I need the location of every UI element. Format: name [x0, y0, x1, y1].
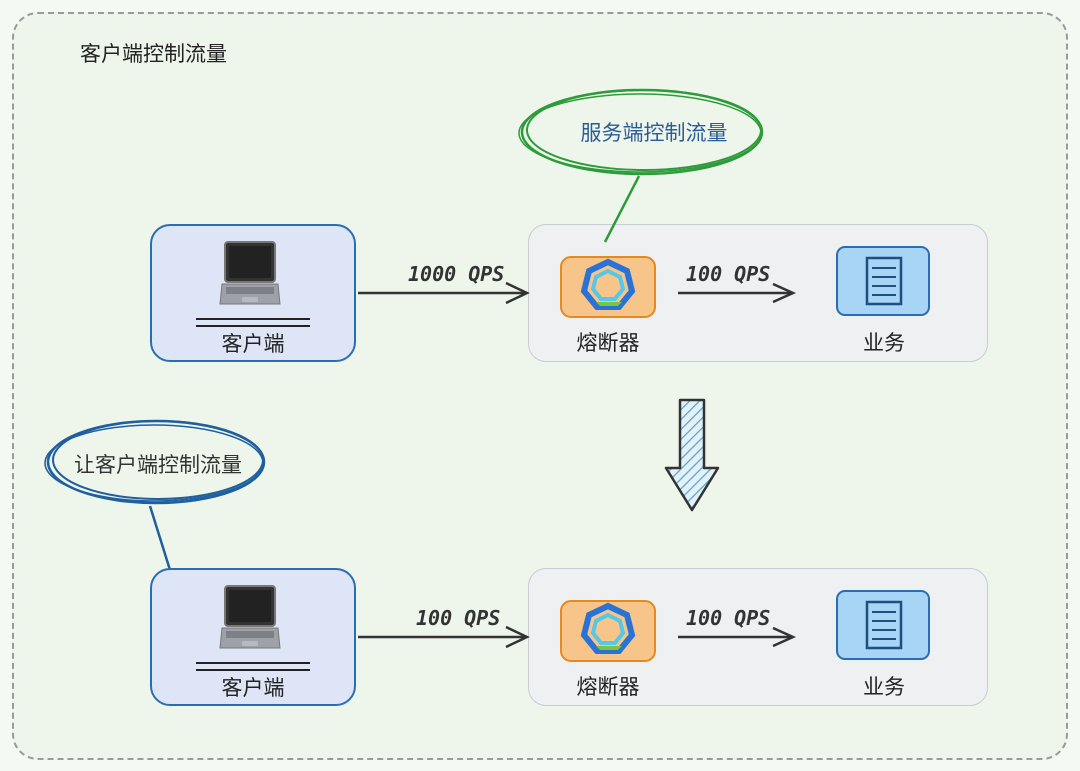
document-icon — [836, 590, 930, 660]
service-label: 业务 — [863, 331, 905, 355]
inbound-qps-label: 100 QPS — [416, 606, 501, 630]
callout-bubble-bottom — [44, 419, 266, 571]
callout-text-bottom: 让客户端控制流量 — [74, 453, 242, 477]
outbound-qps-label: 100 QPS — [686, 262, 771, 286]
document-icon — [836, 246, 930, 316]
inbound-qps-label: 1000 QPS — [408, 262, 505, 286]
service-label: 业务 — [863, 675, 905, 699]
outbound-arrow — [678, 626, 797, 648]
laptop-icon — [219, 241, 281, 305]
inbound-arrow — [358, 281, 530, 305]
outbound-arrow — [678, 282, 797, 304]
outbound-qps-label: 100 QPS — [686, 606, 771, 630]
laptop-icon — [219, 585, 281, 649]
client-baseline — [196, 318, 310, 327]
diagram-title: 客户端控制流量 — [80, 42, 227, 66]
client-label: 客户端 — [221, 676, 285, 700]
client-baseline — [196, 662, 310, 671]
down-arrow-icon — [664, 398, 720, 512]
breaker-label: 熔断器 — [576, 675, 640, 699]
heptagon-ring-icon — [560, 600, 656, 662]
client-label: 客户端 — [221, 332, 285, 356]
callout-text-top: 服务端控制流量 — [580, 121, 728, 145]
inbound-arrow — [358, 625, 530, 649]
heptagon-ring-icon — [560, 256, 656, 318]
breaker-label: 熔断器 — [576, 331, 640, 355]
callout-bubble-top — [518, 88, 764, 243]
